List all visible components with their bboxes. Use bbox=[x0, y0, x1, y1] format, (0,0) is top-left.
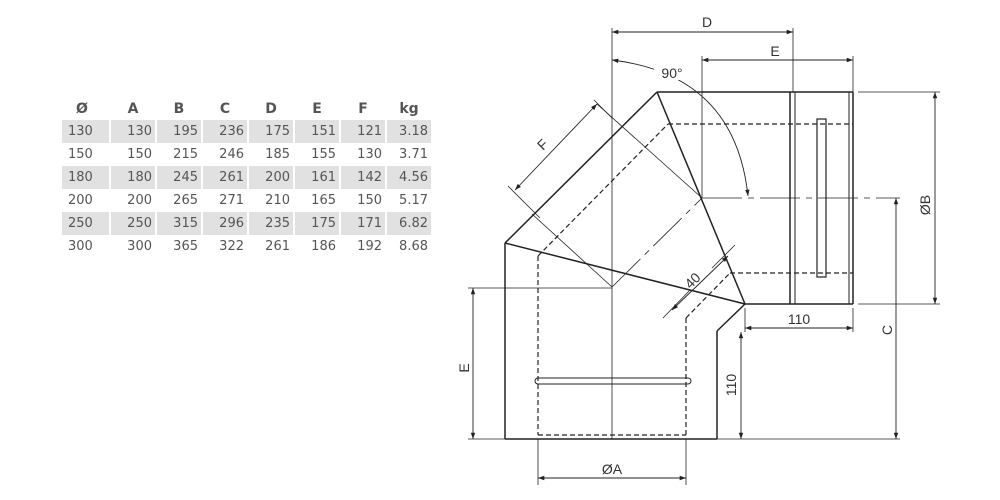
column-header: Ø bbox=[76, 101, 88, 117]
table-cell: 261 bbox=[203, 166, 247, 189]
column-header: D bbox=[265, 101, 277, 117]
table-cell: 296 bbox=[203, 212, 247, 235]
table-cell: 121 bbox=[341, 120, 385, 143]
column-header: F bbox=[358, 101, 368, 117]
table-cell: 210 bbox=[265, 193, 290, 208]
column-header: kg bbox=[399, 101, 419, 117]
table-cell: 180 bbox=[111, 166, 155, 189]
table-cell: 236 bbox=[203, 120, 247, 143]
table-cell: 315 bbox=[157, 212, 201, 235]
table-row: 200 200 265 271 210 165 150 5.17 bbox=[62, 189, 431, 212]
label-f: F bbox=[534, 136, 551, 153]
label-a: ØA bbox=[602, 461, 623, 477]
table-cell: 180 bbox=[62, 166, 109, 189]
table-cell: 151 bbox=[295, 120, 339, 143]
column-header: A bbox=[127, 101, 139, 117]
center-lines bbox=[531, 28, 900, 439]
label-e-left: E bbox=[456, 363, 472, 372]
table-cell: 365 bbox=[173, 239, 198, 254]
label-angle: 90° bbox=[661, 65, 682, 81]
table-cell: 130 bbox=[111, 120, 155, 143]
table-cell: 185 bbox=[265, 147, 290, 162]
column-header: B bbox=[173, 101, 185, 117]
table-cell: 300 bbox=[68, 239, 93, 254]
label-e-top: E bbox=[770, 43, 779, 59]
table-cell: 130 bbox=[357, 147, 382, 162]
table-cell: 200 bbox=[68, 193, 93, 208]
label-110-vertical: 110 bbox=[723, 374, 739, 397]
table-cell: 171 bbox=[341, 212, 385, 235]
table-cell: 250 bbox=[111, 212, 155, 235]
table-cell: 3.18 bbox=[387, 120, 431, 143]
table-cell: 130 bbox=[62, 120, 109, 143]
column-header: E bbox=[312, 101, 322, 117]
table-cell: 245 bbox=[157, 166, 201, 189]
table-cell: 150 bbox=[68, 147, 93, 162]
table-cell: 4.56 bbox=[387, 166, 431, 189]
table-cell: 246 bbox=[219, 147, 244, 162]
table-cell: 261 bbox=[265, 239, 290, 254]
label-d: D bbox=[702, 14, 712, 30]
label-c: C bbox=[879, 325, 895, 335]
table-cell: 150 bbox=[127, 147, 152, 162]
table-cell: 165 bbox=[311, 193, 336, 208]
table-cell: 265 bbox=[173, 193, 198, 208]
table-cell: 235 bbox=[249, 212, 293, 235]
lower-bead bbox=[534, 377, 692, 385]
table-cell: 8.68 bbox=[399, 239, 428, 254]
table-row: 300 300 365 322 261 186 192 8.68 bbox=[62, 235, 431, 258]
label-b: ØB bbox=[917, 195, 933, 215]
table-cell: 3.71 bbox=[399, 147, 428, 162]
table-cell: 215 bbox=[173, 147, 198, 162]
table-cell: 195 bbox=[157, 120, 201, 143]
table-cell: 271 bbox=[219, 193, 244, 208]
table-cell: 200 bbox=[249, 166, 293, 189]
lower-pipe-segment bbox=[504, 242, 746, 440]
table-cell: 300 bbox=[127, 239, 152, 254]
table-cell: 200 bbox=[127, 193, 152, 208]
column-header: C bbox=[219, 101, 231, 117]
table-cell: 175 bbox=[249, 120, 293, 143]
table-cell: 161 bbox=[295, 166, 339, 189]
table-cell: 142 bbox=[341, 166, 385, 189]
middle-inner-dashed bbox=[537, 123, 731, 319]
extension-lines bbox=[468, 28, 940, 485]
table-cell: 250 bbox=[62, 212, 109, 235]
table-cell: 155 bbox=[311, 147, 336, 162]
upper-inner-dashed bbox=[668, 123, 853, 274]
table-cell: 186 bbox=[311, 239, 336, 254]
dimension-lines bbox=[470, 29, 938, 481]
table-cell: 6.82 bbox=[387, 212, 431, 235]
label-110-horizontal: 110 bbox=[788, 311, 811, 327]
table-row: 150 150 215 246 185 155 130 3.71 bbox=[62, 143, 431, 166]
table-cell: 322 bbox=[219, 239, 244, 254]
table-cell: 150 bbox=[357, 193, 382, 208]
table-cell: 175 bbox=[295, 212, 339, 235]
table-cell: 5.17 bbox=[399, 193, 428, 208]
table-cell: 192 bbox=[357, 239, 382, 254]
